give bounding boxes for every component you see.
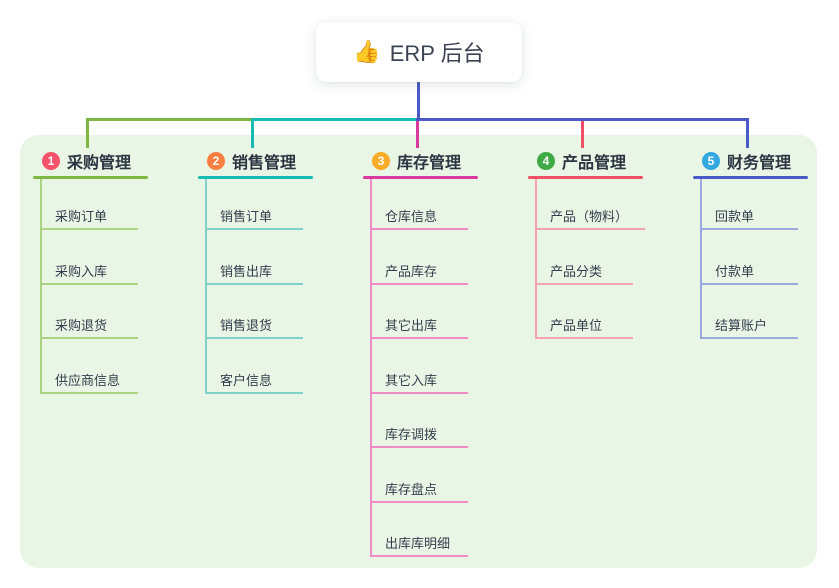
- child-label: 采购订单: [55, 208, 108, 224]
- child-label: 采购退货: [55, 317, 108, 333]
- connector-bus-blue: [416, 118, 749, 121]
- branch-node-purchase[interactable]: 1 采购管理: [33, 149, 131, 173]
- branch-children-rail: [535, 179, 537, 339]
- child-node[interactable]: 结算账户: [700, 316, 798, 339]
- branch-underline: [198, 176, 313, 179]
- branch-underline: [693, 176, 808, 179]
- child-node[interactable]: 出库库明细: [370, 534, 468, 557]
- child-node[interactable]: 仓库信息: [370, 207, 468, 230]
- child-label: 结算账户: [715, 317, 768, 333]
- connector-drop-inventory: [416, 118, 419, 148]
- child-label: 产品单位: [550, 317, 603, 333]
- child-node[interactable]: 付款单: [700, 262, 798, 285]
- child-node[interactable]: 产品单位: [535, 316, 633, 339]
- branch-sales: 2 销售管理 销售订单 销售出库 销售退货 客户信息: [198, 0, 313, 588]
- mindmap-canvas-background: [20, 135, 817, 568]
- branch-number-badge: 5: [702, 152, 720, 170]
- branch-product: 4 产品管理 产品（物料） 产品分类 产品单位: [528, 0, 645, 588]
- child-label: 产品（物料）: [550, 208, 629, 224]
- child-label: 库存调拨: [385, 426, 438, 442]
- child-node[interactable]: 销售订单: [205, 207, 303, 230]
- child-node[interactable]: 销售退货: [205, 316, 303, 339]
- root-node[interactable]: 👍 ERP 后台: [316, 22, 522, 82]
- child-label: 销售订单: [220, 208, 273, 224]
- branch-underline: [528, 176, 643, 179]
- branch-children-rail: [370, 179, 372, 557]
- branch-number-badge: 3: [372, 152, 390, 170]
- child-node[interactable]: 采购订单: [40, 207, 138, 230]
- branch-children-rail: [40, 179, 42, 394]
- child-label: 采购入库: [55, 263, 108, 279]
- branch-node-product[interactable]: 4 产品管理: [528, 149, 626, 173]
- child-node[interactable]: 其它入库: [370, 371, 468, 394]
- child-label: 其它入库: [385, 372, 438, 388]
- branch-children-rail: [700, 179, 702, 339]
- child-label: 付款单: [715, 263, 755, 279]
- child-node[interactable]: 产品（物料）: [535, 207, 645, 230]
- connector-drop-purchase: [86, 118, 89, 148]
- child-node[interactable]: 库存盘点: [370, 480, 468, 503]
- child-node[interactable]: 库存调拨: [370, 425, 468, 448]
- connector-bus-teal: [251, 118, 416, 121]
- child-label: 产品库存: [385, 263, 438, 279]
- child-node[interactable]: 采购退货: [40, 316, 138, 339]
- branch-title: 库存管理: [397, 155, 462, 172]
- branch-node-sales[interactable]: 2 销售管理: [198, 149, 296, 173]
- branch-node-inventory[interactable]: 3 库存管理: [363, 149, 461, 173]
- branch-title: 财务管理: [727, 155, 792, 172]
- branch-underline: [363, 176, 478, 179]
- connector-bus-green: [86, 118, 251, 121]
- child-node[interactable]: 回款单: [700, 207, 798, 230]
- branch-node-finance[interactable]: 5 财务管理: [693, 149, 791, 173]
- child-label: 供应商信息: [55, 372, 121, 388]
- child-label: 客户信息: [220, 372, 273, 388]
- thumbs-up-icon: 👍: [353, 39, 381, 64]
- child-node[interactable]: 销售出库: [205, 262, 303, 285]
- child-label: 销售出库: [220, 263, 273, 279]
- child-node[interactable]: 其它出库: [370, 316, 468, 339]
- branch-finance: 5 财务管理 回款单 付款单 结算账户: [693, 0, 808, 588]
- connector-drop-sales: [251, 118, 254, 148]
- child-node[interactable]: 供应商信息: [40, 371, 138, 394]
- connector-drop-finance: [746, 118, 749, 148]
- root-title: ERP 后台: [389, 41, 485, 66]
- connector-drop-product: [581, 118, 584, 148]
- branch-title: 销售管理: [232, 155, 297, 172]
- child-label: 库存盘点: [385, 481, 438, 497]
- child-label: 其它出库: [385, 317, 438, 333]
- child-label: 回款单: [715, 208, 755, 224]
- branch-underline: [33, 176, 148, 179]
- branch-children-rail: [205, 179, 207, 394]
- child-label: 出库库明细: [385, 535, 451, 551]
- root-connector-stem: [417, 82, 420, 119]
- child-label: 产品分类: [550, 263, 603, 279]
- branch-number-badge: 1: [42, 152, 60, 170]
- child-node[interactable]: 产品库存: [370, 262, 468, 285]
- branch-inventory: 3 库存管理 仓库信息 产品库存 其它出库 其它入库 库存调拨 库存盘点 出库库…: [363, 0, 478, 588]
- branch-number-badge: 4: [537, 152, 555, 170]
- branch-title: 产品管理: [562, 155, 627, 172]
- branch-purchase: 1 采购管理 采购订单 采购入库 采购退货 供应商信息: [33, 0, 148, 588]
- child-node[interactable]: 客户信息: [205, 371, 303, 394]
- child-label: 销售退货: [220, 317, 273, 333]
- child-label: 仓库信息: [385, 208, 438, 224]
- child-node[interactable]: 产品分类: [535, 262, 633, 285]
- child-node[interactable]: 采购入库: [40, 262, 138, 285]
- branch-number-badge: 2: [207, 152, 225, 170]
- branch-title: 采购管理: [67, 155, 132, 172]
